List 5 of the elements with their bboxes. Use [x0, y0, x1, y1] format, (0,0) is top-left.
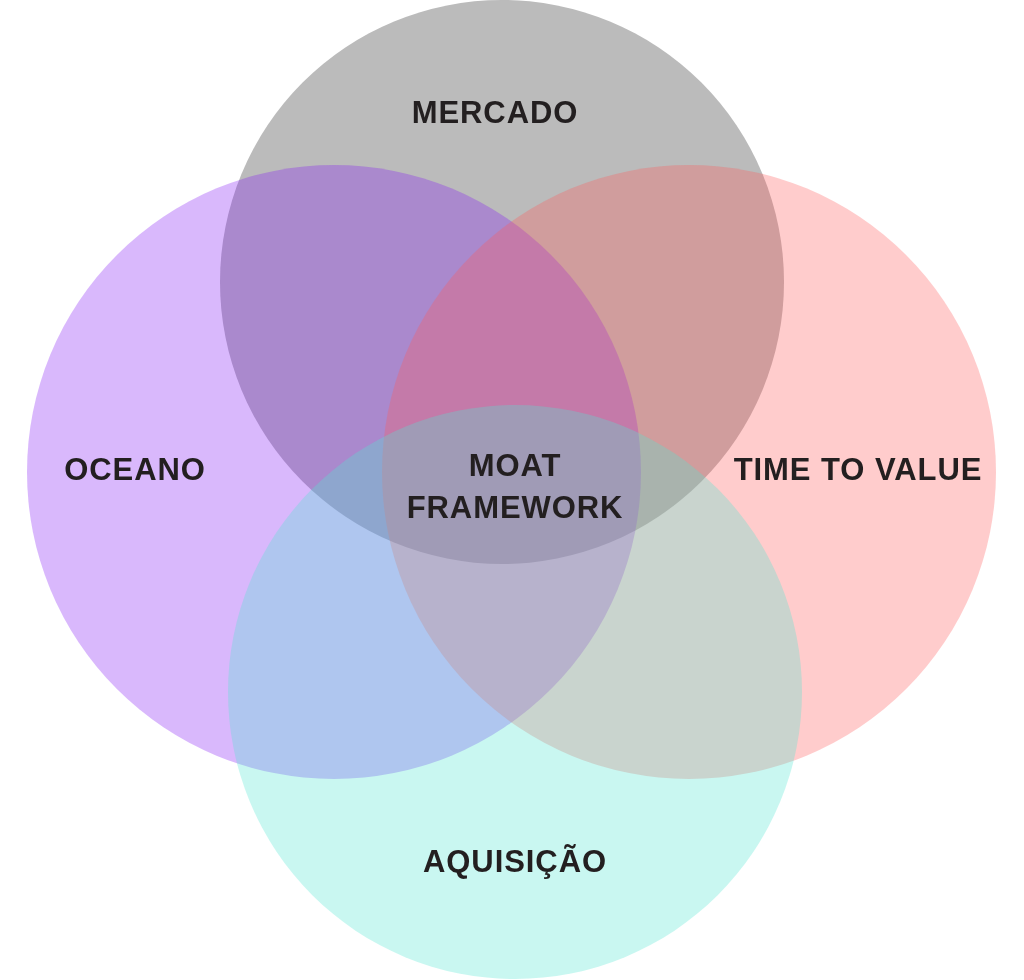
- center-label: MOAT FRAMEWORK: [405, 447, 625, 527]
- circle-label: MERCADO: [411, 95, 579, 131]
- circle-label: AQUISIÇÃO: [423, 844, 607, 880]
- circle-label: OCEANO: [64, 452, 206, 488]
- circle-label: TIME TO VALUE: [733, 452, 983, 488]
